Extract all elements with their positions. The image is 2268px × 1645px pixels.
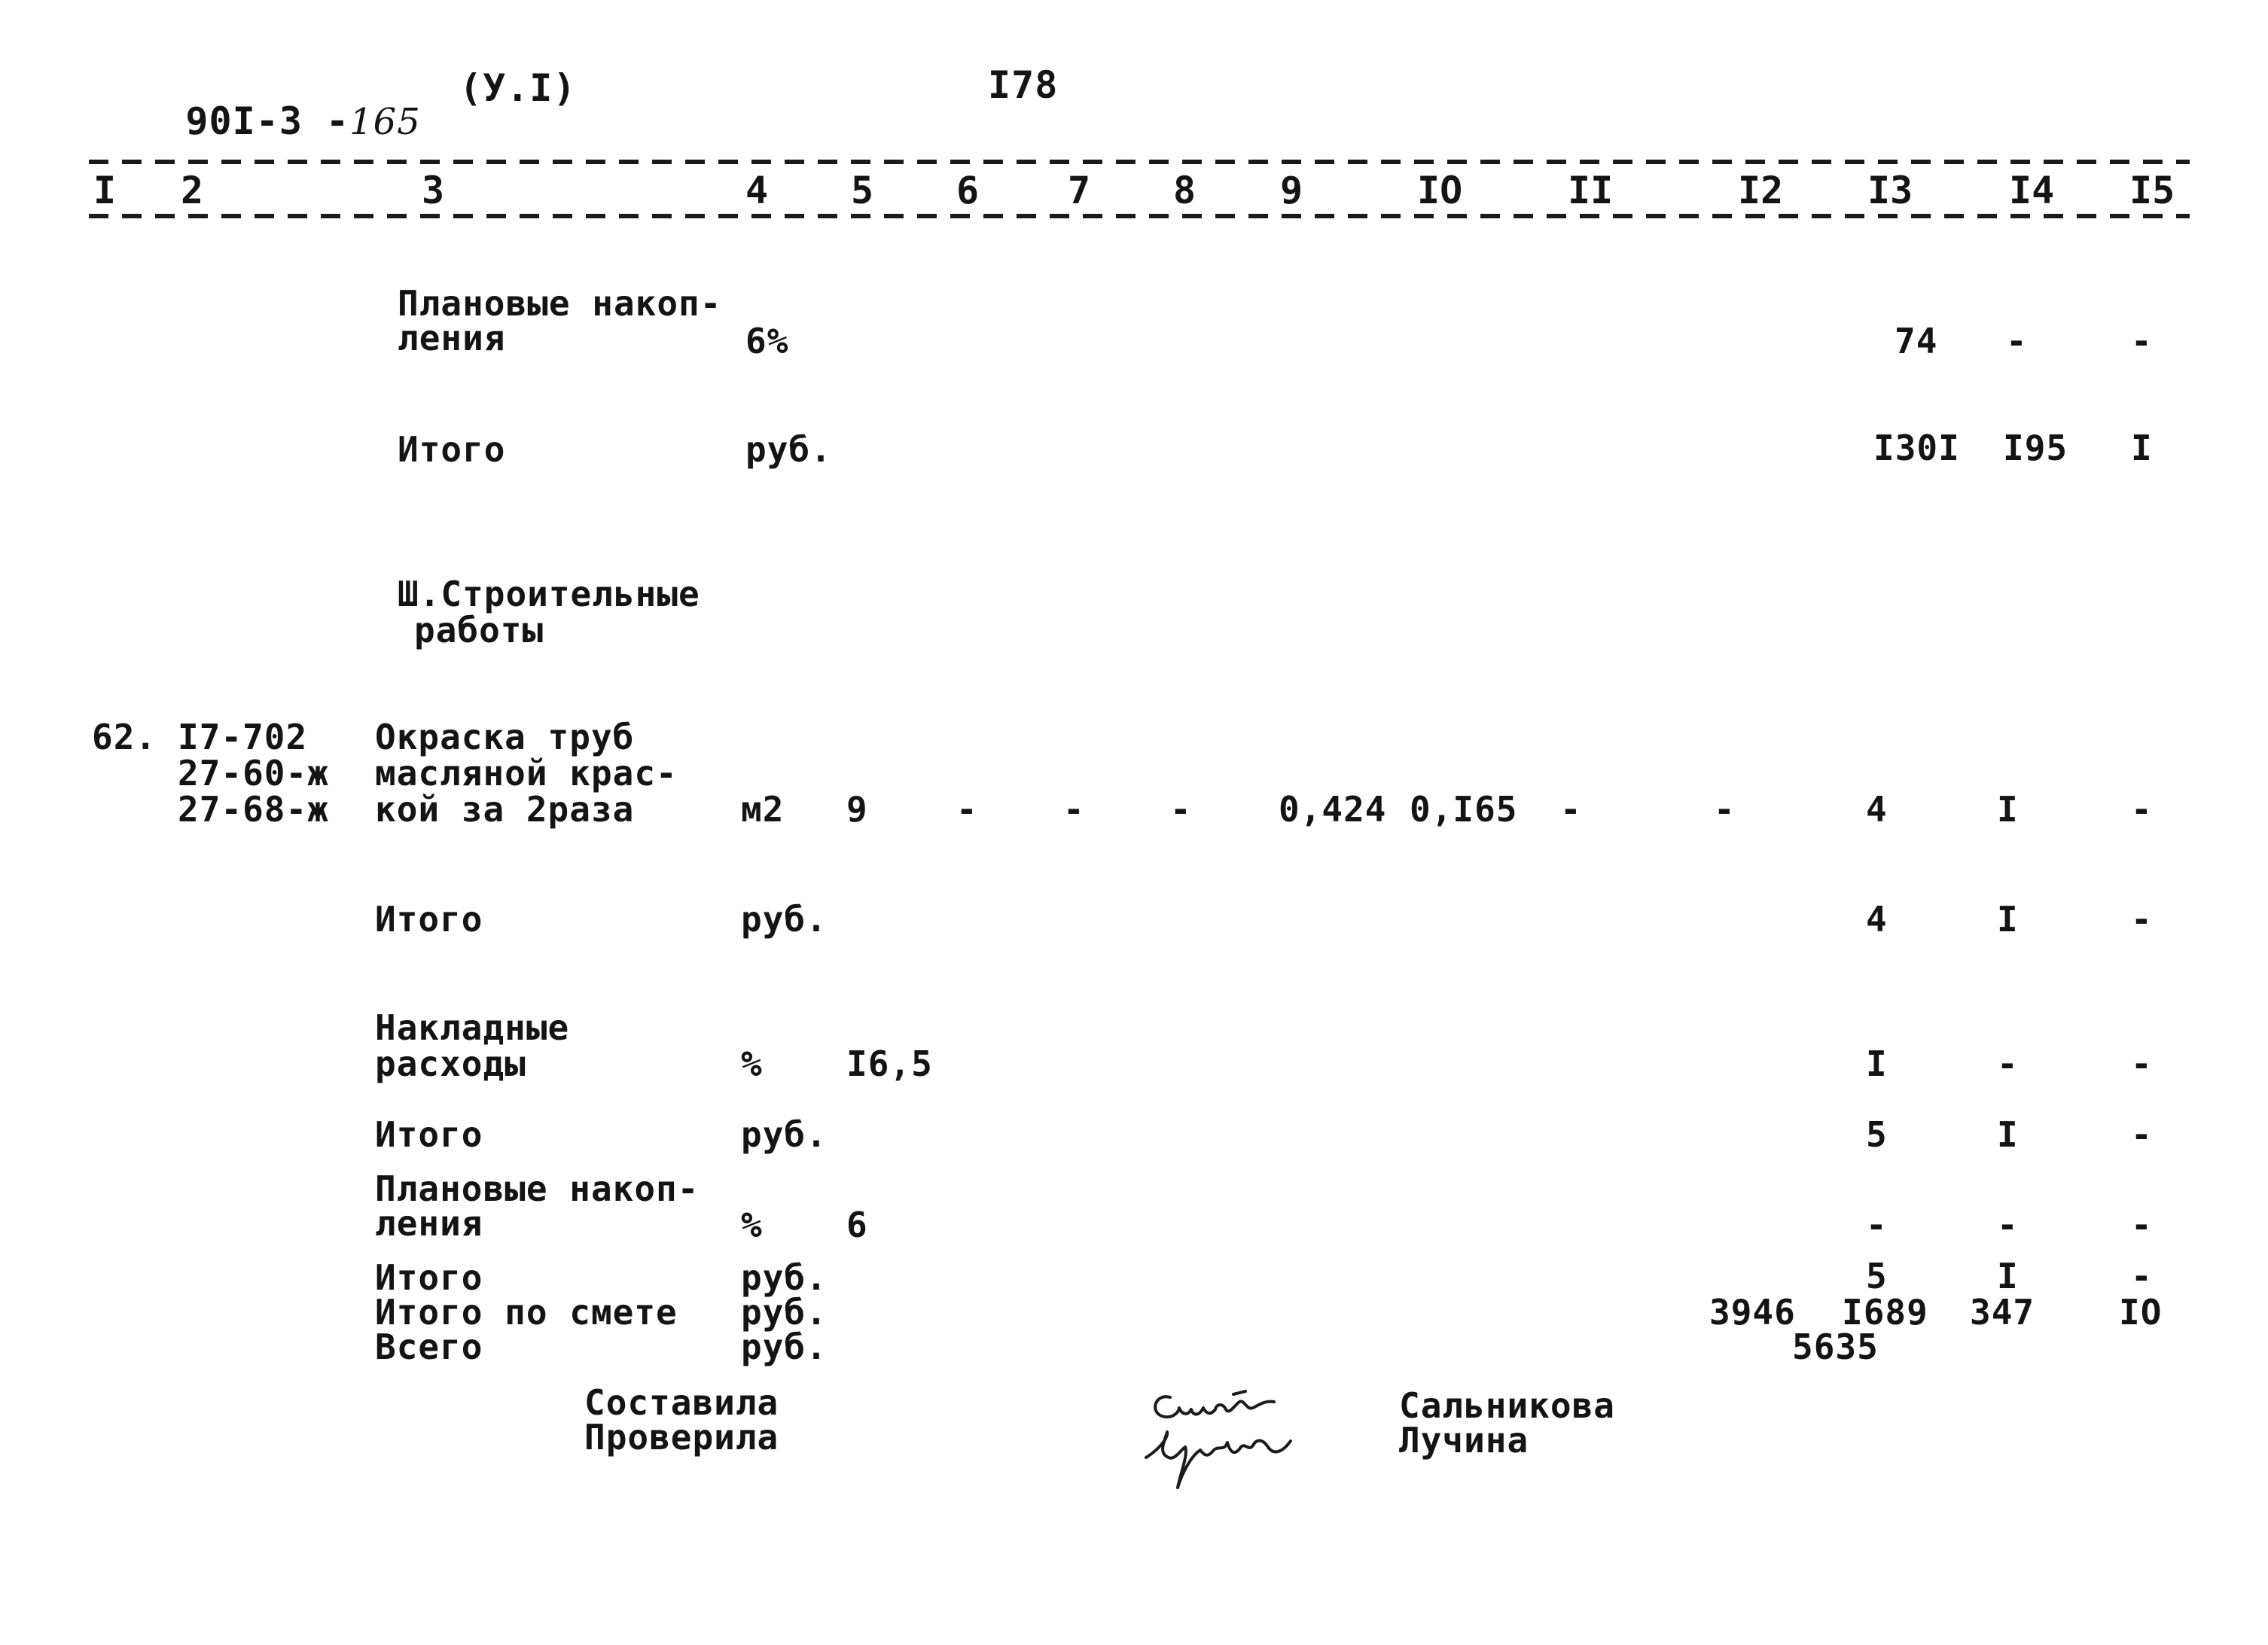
row-unit: руб. — [741, 1114, 828, 1155]
cell-col15: - — [2131, 321, 2153, 361]
row-name-line: масляной крас- — [375, 753, 678, 794]
column-number: 5 — [851, 169, 874, 212]
cell-col13: I30I — [1873, 428, 1960, 468]
cell-col10: 0,I65 — [1410, 789, 1518, 830]
column-number: I — [93, 169, 117, 212]
cell-col5: 9 — [846, 789, 868, 830]
cell-col14: - — [2006, 321, 2028, 361]
cell-col7: - — [1063, 789, 1085, 830]
document-code-typed: 90I-3 - — [185, 99, 350, 143]
cell-col14: I95 — [2003, 428, 2068, 468]
header-dash-line-top — [89, 160, 2190, 164]
section-heading-line: Ш.Строительные — [398, 574, 700, 614]
cell-col8: - — [1170, 789, 1192, 830]
cell-col13: I — [1866, 1043, 1888, 1084]
row-name-line: Плановые накоп- — [375, 1168, 700, 1209]
row-name-line: Окраска труб — [375, 717, 635, 757]
cell-col9: 0,424 — [1279, 789, 1387, 830]
row-name-line: Плановые накоп- — [398, 283, 722, 324]
cell-col15: - — [2131, 899, 2153, 940]
cell-col14: - — [1997, 1043, 2019, 1084]
row-unit: руб. — [741, 899, 828, 940]
cell-col14: I — [1997, 789, 2019, 830]
cell-col5: I6,5 — [846, 1043, 933, 1084]
row-unit: руб. — [741, 1292, 828, 1333]
column-number: 6 — [956, 169, 980, 212]
item-code: 27-60-ж — [178, 753, 329, 794]
checked-by-label: Проверила — [584, 1417, 779, 1458]
cell-col13: 5 — [1866, 1256, 1888, 1296]
column-number: II — [1568, 169, 1614, 212]
column-number: I3 — [1867, 169, 1913, 212]
column-number: 8 — [1173, 169, 1196, 212]
volume-label: (У.I) — [459, 66, 577, 110]
cell-col6: - — [956, 789, 978, 830]
document-code: 90I-3 -165 — [92, 69, 421, 174]
document-code-handwritten: 165 — [349, 101, 421, 143]
column-number: IO — [1417, 169, 1463, 212]
cell-col15: - — [2131, 789, 2153, 830]
row-name-line: Накладные — [375, 1007, 570, 1048]
row-name-line: кой за 2раза — [375, 789, 635, 830]
cell-col15: IO — [2119, 1292, 2163, 1333]
row-unit: руб. — [741, 1327, 828, 1367]
cell-col13: 5 — [1866, 1114, 1888, 1155]
column-number: I2 — [1738, 169, 1784, 212]
row-name-line: ления — [375, 1203, 483, 1244]
cell-col13: - — [1866, 1205, 1888, 1245]
cell-col12: - — [1714, 789, 1736, 830]
cell-col14: 347 — [1970, 1292, 2035, 1333]
cell-col15: - — [2131, 1205, 2153, 1245]
signature-checked — [1145, 1430, 1292, 1489]
section-heading-line: работы — [414, 610, 544, 650]
row-unit: руб. — [745, 429, 832, 470]
item-number: 62. — [92, 717, 157, 757]
cell-col5: 6 — [846, 1205, 868, 1245]
column-number: I4 — [2009, 169, 2055, 212]
cell-col15: I — [2131, 428, 2153, 468]
row-unit: % — [741, 1043, 763, 1084]
header-dash-line-bottom — [89, 214, 2190, 218]
cell-col15: - — [2131, 1043, 2153, 1084]
cell-col14: I — [1997, 899, 2019, 940]
row-name-line: расходы — [375, 1043, 526, 1084]
row-unit: 6% — [745, 321, 789, 361]
cell-total: 5635 — [1792, 1327, 1879, 1367]
column-number: 9 — [1280, 169, 1303, 212]
cell-col14: - — [1997, 1205, 2019, 1245]
compiled-by-label: Составила — [584, 1382, 779, 1423]
cell-col14: I — [1997, 1256, 2019, 1296]
checked-by-name: Лучина — [1399, 1420, 1529, 1461]
cell-col12: 3946 — [1709, 1292, 1796, 1333]
row-name: Итого по смете — [375, 1292, 678, 1333]
cell-col11: - — [1560, 789, 1582, 830]
item-code: I7-702 — [178, 717, 308, 757]
column-number: I5 — [2129, 169, 2175, 212]
row-name: Итого — [398, 429, 506, 470]
cell-col13: I689 — [1842, 1292, 1928, 1333]
row-name: Итого — [375, 1114, 483, 1155]
cell-col15: - — [2131, 1256, 2153, 1296]
cell-col15: - — [2131, 1114, 2153, 1155]
cell-col13: 74 — [1895, 321, 1938, 361]
column-number: 2 — [181, 169, 204, 212]
compiled-by-name: Сальникова — [1399, 1385, 1615, 1426]
cell-col13: 4 — [1866, 899, 1888, 940]
row-unit: % — [741, 1205, 763, 1245]
column-number: 4 — [745, 169, 769, 212]
row-name: Итого — [375, 1257, 483, 1298]
signature-compiled — [1154, 1390, 1276, 1419]
cell-col14: I — [1997, 1114, 2019, 1155]
item-code: 27-68-ж — [178, 789, 329, 830]
column-number: 3 — [422, 169, 445, 212]
row-unit: м2 — [741, 789, 785, 830]
row-name: Всего — [375, 1327, 483, 1367]
row-name: Итого — [375, 899, 483, 940]
cell-col13: 4 — [1866, 789, 1888, 830]
row-name-line: ления — [398, 318, 506, 358]
page-number: I78 — [988, 63, 1059, 107]
column-number: 7 — [1068, 169, 1091, 212]
row-unit: руб. — [741, 1257, 828, 1298]
